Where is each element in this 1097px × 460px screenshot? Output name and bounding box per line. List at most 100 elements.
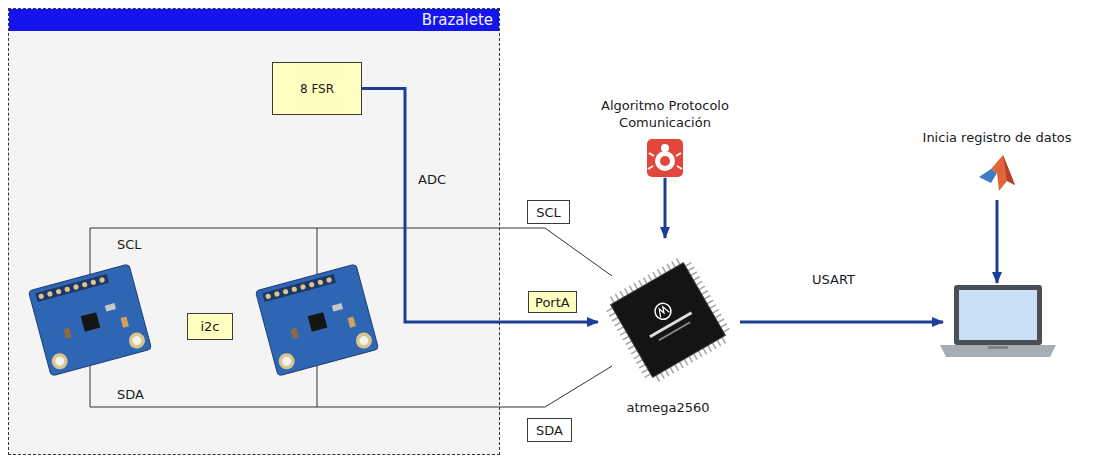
chip-pin: [704, 296, 710, 300]
group-header: Brazalete: [9, 9, 499, 31]
bug-head: [661, 144, 669, 152]
chip-pin: [628, 346, 634, 350]
chip-body: [611, 263, 726, 378]
chip-pin: [694, 354, 698, 360]
chip-pin: [696, 281, 702, 285]
laptop-lid: [954, 285, 1042, 345]
microcontroller-chip: atmega2560: [598, 238, 738, 415]
pin-tag: SDA: [527, 418, 572, 442]
node-text: i2c: [200, 319, 219, 334]
chip-pin: [713, 310, 719, 314]
chip-pin: [612, 317, 618, 321]
chip-pin: [723, 328, 729, 332]
icon-graphic: [645, 138, 685, 178]
chip-pin: [710, 305, 716, 309]
chip-pin: [620, 291, 624, 297]
chip-pin: [672, 261, 676, 267]
sensor-board: [28, 264, 151, 376]
port-tag: PortA: [528, 291, 577, 313]
node-text: SCL: [536, 205, 561, 220]
sensor-board: [255, 264, 378, 376]
chip-pin: [689, 356, 693, 362]
chip-pin: [634, 283, 638, 289]
software-icon: Inicia registro de datos: [923, 130, 1072, 193]
chip-package: [601, 253, 735, 387]
chip-pin: [653, 272, 657, 278]
chip-logo: [652, 300, 674, 322]
chip-marking: [658, 321, 690, 341]
chip-pin: [708, 346, 712, 352]
algorithm-icon: Algoritmo Protocolo Comunicación: [585, 98, 745, 178]
node-text: Algoritmo Protocolo Comunicación: [585, 98, 745, 132]
chip-pin: [718, 319, 724, 323]
node-text: Brazalete: [9, 9, 493, 31]
bug-spot: [660, 156, 670, 166]
chip-pin: [665, 370, 669, 376]
bracelet-group: Brazalete 8 FSR i2c: [8, 8, 500, 455]
chip-graphic: [598, 238, 738, 400]
chip-pin: [702, 291, 708, 295]
node-text: 8 FSR: [300, 82, 334, 96]
chip-pin: [615, 322, 621, 326]
chip-pin: [642, 369, 648, 373]
logo-peak: [991, 155, 1015, 191]
laptop-base: [940, 345, 1056, 357]
chip-pin: [684, 359, 688, 365]
node-text: PortA: [535, 295, 570, 310]
signal-arrow: [362, 89, 598, 323]
icon-ground: [647, 139, 683, 177]
chip-pin: [707, 300, 713, 304]
chip-pin: [676, 259, 680, 265]
logo-shade: [1003, 155, 1015, 185]
chip-pin: [662, 267, 666, 273]
bug-body: [655, 151, 675, 171]
chip-pin: [625, 288, 629, 294]
chip-pin: [615, 294, 619, 300]
chip-pin: [667, 264, 671, 270]
chip-pin: [661, 373, 665, 379]
start-arrow: [996, 200, 999, 283]
chip-pin: [656, 375, 660, 381]
node-text: SDA: [536, 423, 563, 438]
chip-pin: [609, 313, 615, 317]
sensor-box: 8 FSR: [272, 62, 362, 115]
chip-pin: [626, 341, 632, 345]
laptop-screen: [959, 290, 1037, 340]
chip-pin: [645, 374, 651, 378]
chip-pin: [670, 367, 674, 373]
pin-tag: SCL: [527, 200, 570, 224]
chip-pin: [694, 277, 700, 281]
chip-pin: [680, 362, 684, 368]
chip-pin: [629, 286, 633, 292]
chip-pin: [691, 272, 697, 276]
node-text: atmega2560: [598, 400, 738, 415]
chip-pin: [648, 275, 652, 281]
chip-pin: [611, 297, 615, 303]
chip-pin: [703, 348, 707, 354]
chip-pin: [721, 324, 727, 328]
chip-pin: [636, 360, 642, 364]
chip-pin: [699, 286, 705, 290]
sda-wire: [90, 366, 612, 407]
icon-graphic: [977, 153, 1017, 193]
chip-pin: [715, 314, 721, 318]
laptop-notch: [988, 346, 1008, 349]
usart-arrow: [740, 321, 943, 324]
chip-pin: [658, 269, 662, 275]
chip-pin: [639, 365, 645, 369]
chip-pin: [620, 332, 626, 336]
chip-pin: [644, 278, 648, 284]
laptop-icon: [940, 285, 1056, 357]
bracelet-ground: [8, 8, 500, 455]
signal-name: SCL: [117, 237, 142, 253]
link-name: USART: [812, 272, 855, 288]
chip-pin: [623, 336, 629, 340]
bug-legs: [648, 153, 682, 169]
chip-pin: [617, 327, 623, 331]
signal-label: ADC: [418, 172, 446, 188]
bus-tag: i2c: [187, 313, 233, 340]
